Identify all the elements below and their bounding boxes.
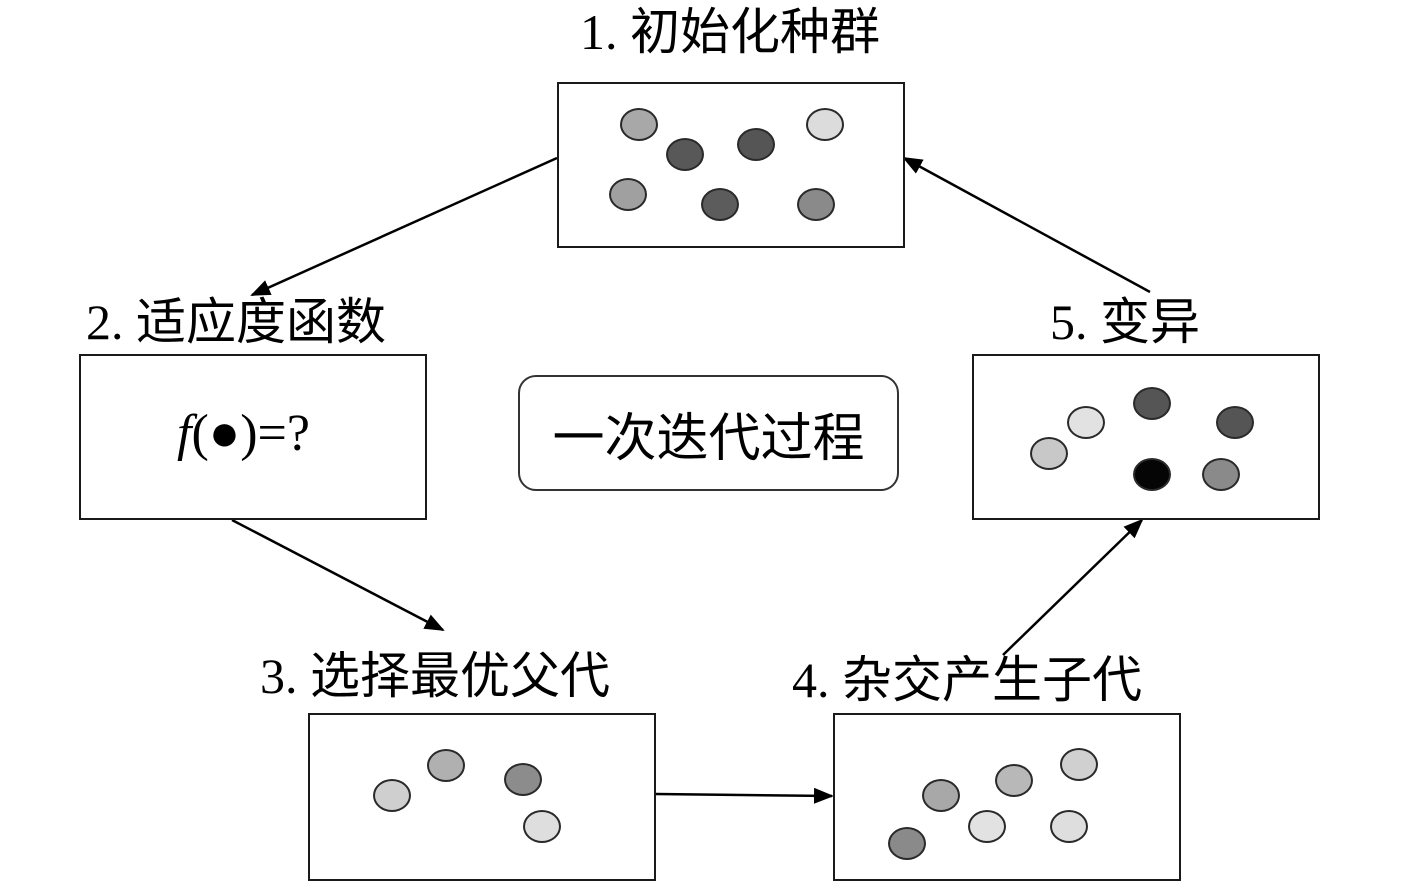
individual-dot (995, 764, 1033, 797)
flow-arrow-step-4-to-step-5 (1002, 518, 1144, 656)
individual-dot (1067, 406, 1105, 439)
step-4-label: 4. 杂交产生子代 (792, 652, 1142, 708)
step-2-label: 2. 适应度函数 (86, 294, 386, 350)
individual-dot (523, 810, 561, 843)
step-3-label: 3. 选择最优父代 (260, 648, 610, 704)
individual-dot (427, 749, 465, 782)
formula-close: )=? (240, 405, 310, 462)
individual-dot (504, 763, 542, 796)
individual-dot (1060, 748, 1098, 781)
individual-dot (1050, 810, 1088, 843)
individual-dot (1216, 406, 1254, 439)
individual-dot (968, 810, 1006, 843)
step-1-population-box (557, 82, 905, 248)
step-5-mutation-box (972, 354, 1320, 520)
formula-open: ( (191, 405, 209, 462)
formula-function: f (177, 405, 192, 462)
step-3-selection-box (308, 713, 656, 881)
individual-dot (1030, 437, 1068, 470)
step-5-label: 5. 变异 (1050, 294, 1200, 350)
individual-dot-icon: ● (208, 405, 241, 462)
individual-dot (666, 138, 704, 171)
individual-dot (806, 108, 844, 141)
flow-arrow-step-5-to-step-1 (902, 156, 1151, 294)
step-2-fitness-box: f(●)=? (79, 354, 427, 520)
individual-dot (888, 827, 926, 860)
step-1-label: 1. 初始化种群 (580, 4, 880, 60)
flow-arrow-step-2-to-step-3 (231, 518, 445, 632)
individual-dot (701, 188, 739, 221)
individual-dot (609, 178, 647, 211)
individual-dot (922, 779, 960, 812)
flow-arrow-step-3-to-step-4 (655, 787, 834, 804)
iteration-title: 一次迭代过程 (552, 410, 865, 468)
individual-dot (1133, 387, 1171, 420)
individual-dot (737, 128, 775, 161)
step-4-crossover-box (833, 713, 1181, 881)
fitness-formula: f(●)=? (177, 404, 310, 463)
individual-dot (373, 779, 411, 812)
individual-dot (1133, 458, 1171, 491)
individual-dot (620, 108, 658, 141)
individual-dot (1202, 458, 1240, 491)
flow-arrow-step-1-to-step-2 (250, 156, 558, 297)
iteration-title-box: 一次迭代过程 (518, 375, 899, 491)
individual-dot (797, 188, 835, 221)
